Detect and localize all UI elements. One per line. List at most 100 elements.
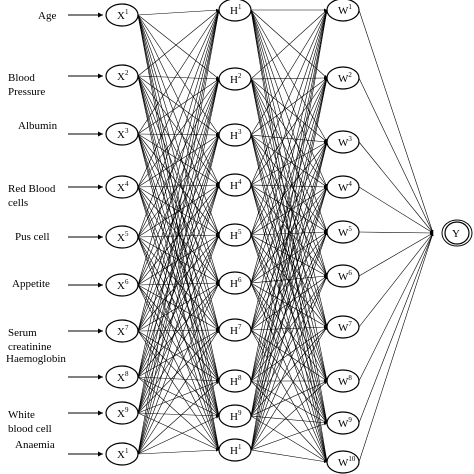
node-letter: H — [230, 376, 238, 388]
edge-hidden2-output — [358, 186, 434, 234]
edge-hidden1-hidden2 — [250, 231, 328, 417]
input-node-ellipse — [105, 225, 139, 249]
node-superscript: 5 — [348, 225, 352, 233]
input-node-label: X2 — [117, 69, 129, 83]
edge-input-hidden1 — [137, 9, 220, 135]
input-node: X9 — [105, 401, 139, 425]
edge-hidden1-hidden2 — [250, 134, 328, 277]
edge-hidden1-hidden2 — [250, 78, 328, 143]
hidden2-node-label: W4 — [338, 180, 352, 194]
hidden2-node-ellipse — [326, 411, 360, 435]
hidden2-node-ellipse — [326, 315, 360, 339]
edge-input-hidden1 — [137, 134, 220, 455]
edge-input-hidden1 — [137, 329, 220, 378]
edge-hidden2-output — [358, 232, 434, 277]
node-superscript: 10 — [348, 455, 356, 463]
node-superscript: 7 — [348, 320, 352, 328]
input-node: X7 — [105, 319, 139, 343]
node-letter: H — [230, 5, 238, 17]
edge-input-hidden1 — [137, 14, 220, 331]
node-letter: X — [117, 408, 125, 420]
edge-hidden1-hidden2 — [250, 184, 328, 233]
edge-hidden1-hidden2 — [250, 186, 328, 236]
output-node-ellipse — [444, 221, 470, 245]
edge-input-hidden1 — [137, 412, 220, 451]
input-label-line: White — [8, 409, 35, 421]
edge-input-hidden1 — [137, 282, 220, 332]
network-nodes: X1X2X3X4X5X6X7X8X9X1H1H2H3H4H5H6H7H8H9H1… — [105, 0, 473, 474]
node-letter: X — [117, 71, 125, 83]
edge-hidden1-hidden2 — [250, 326, 328, 451]
hidden1-node: H1 — [218, 438, 252, 462]
edge-input-hidden1 — [137, 412, 220, 418]
edge-hidden1-hidden2 — [250, 77, 328, 451]
output-node: Y — [444, 221, 470, 245]
node-letter: W — [338, 182, 349, 194]
node-superscript: 8 — [348, 374, 352, 382]
connection-lines — [137, 8, 434, 464]
node-letter: X — [117, 372, 125, 384]
edge-input-hidden1 — [137, 8, 220, 16]
node-letter: W — [338, 73, 349, 85]
hidden2-node-ellipse — [326, 0, 360, 22]
input-node: X1 — [105, 3, 139, 27]
node-letter: H — [230, 411, 238, 423]
edge-hidden1-hidden2 — [250, 77, 328, 284]
node-letter: H — [230, 278, 238, 290]
edge-input-hidden1 — [137, 14, 220, 236]
edge-hidden1-hidden2 — [250, 78, 328, 277]
input-node-ellipse — [105, 64, 139, 88]
input-label-line: Anaemia — [15, 439, 55, 451]
input-arrows — [68, 12, 103, 457]
edge-input-hidden1 — [137, 234, 220, 414]
edge-hidden1-hidden2 — [250, 275, 328, 451]
input-node-label: X1 — [117, 447, 129, 461]
edge-hidden1-hidden2 — [250, 282, 328, 328]
hidden2-node-label: W1 — [338, 3, 352, 17]
node-superscript: 4 — [125, 180, 129, 188]
edge-input-hidden1 — [137, 234, 220, 286]
hidden2-node-ellipse — [326, 220, 360, 244]
edge-hidden1-hidden2 — [250, 77, 328, 186]
node-letter: W — [338, 5, 349, 17]
edge-hidden1-hidden2 — [250, 77, 328, 136]
hidden2-node-label: W3 — [338, 135, 352, 149]
edge-hidden1-hidden2 — [250, 184, 328, 382]
hidden2-node-ellipse — [326, 450, 360, 474]
hidden1-node-ellipse — [218, 67, 252, 91]
edge-input-hidden1 — [137, 184, 220, 414]
edge-hidden1-hidden2 — [250, 380, 328, 463]
edge-hidden1-hidden2 — [250, 449, 328, 464]
node-superscript: 5 — [238, 228, 242, 236]
hidden2-node: W5 — [326, 220, 360, 244]
hidden2-node-ellipse — [326, 66, 360, 90]
input-label-line: cells — [8, 197, 28, 209]
input-label: Appetite — [12, 278, 50, 290]
edge-hidden1-hidden2 — [250, 329, 328, 382]
input-label-line: Haemoglobin — [6, 353, 66, 365]
hidden2-node-label: W7 — [338, 320, 352, 334]
edge-hidden1-hidden2 — [250, 186, 328, 284]
node-superscript: 2 — [125, 69, 129, 77]
hidden1-node-label: H2 — [230, 72, 242, 86]
node-superscript: 8 — [125, 370, 129, 378]
edge-input-hidden1 — [137, 234, 220, 455]
edge-hidden1-hidden2 — [250, 78, 328, 233]
edge-hidden1-hidden2 — [250, 422, 328, 451]
node-letter: H — [230, 445, 238, 457]
edge-hidden1-hidden2 — [250, 9, 328, 328]
edge-input-hidden1 — [137, 282, 220, 455]
edge-input-hidden1 — [137, 234, 220, 378]
edge-input-hidden1 — [137, 14, 220, 80]
hidden1-node-ellipse — [218, 123, 252, 147]
hidden2-node-label: W8 — [338, 374, 352, 388]
edge-input-hidden1 — [137, 380, 220, 455]
hidden2-node: W9 — [326, 411, 360, 435]
edge-input-hidden1 — [137, 14, 220, 284]
hidden1-node: H1 — [218, 0, 252, 22]
node-letter: W — [338, 137, 349, 149]
edge-input-hidden1 — [137, 233, 220, 238]
node-letter: X — [117, 182, 125, 194]
edge-hidden2-output — [358, 231, 434, 235]
